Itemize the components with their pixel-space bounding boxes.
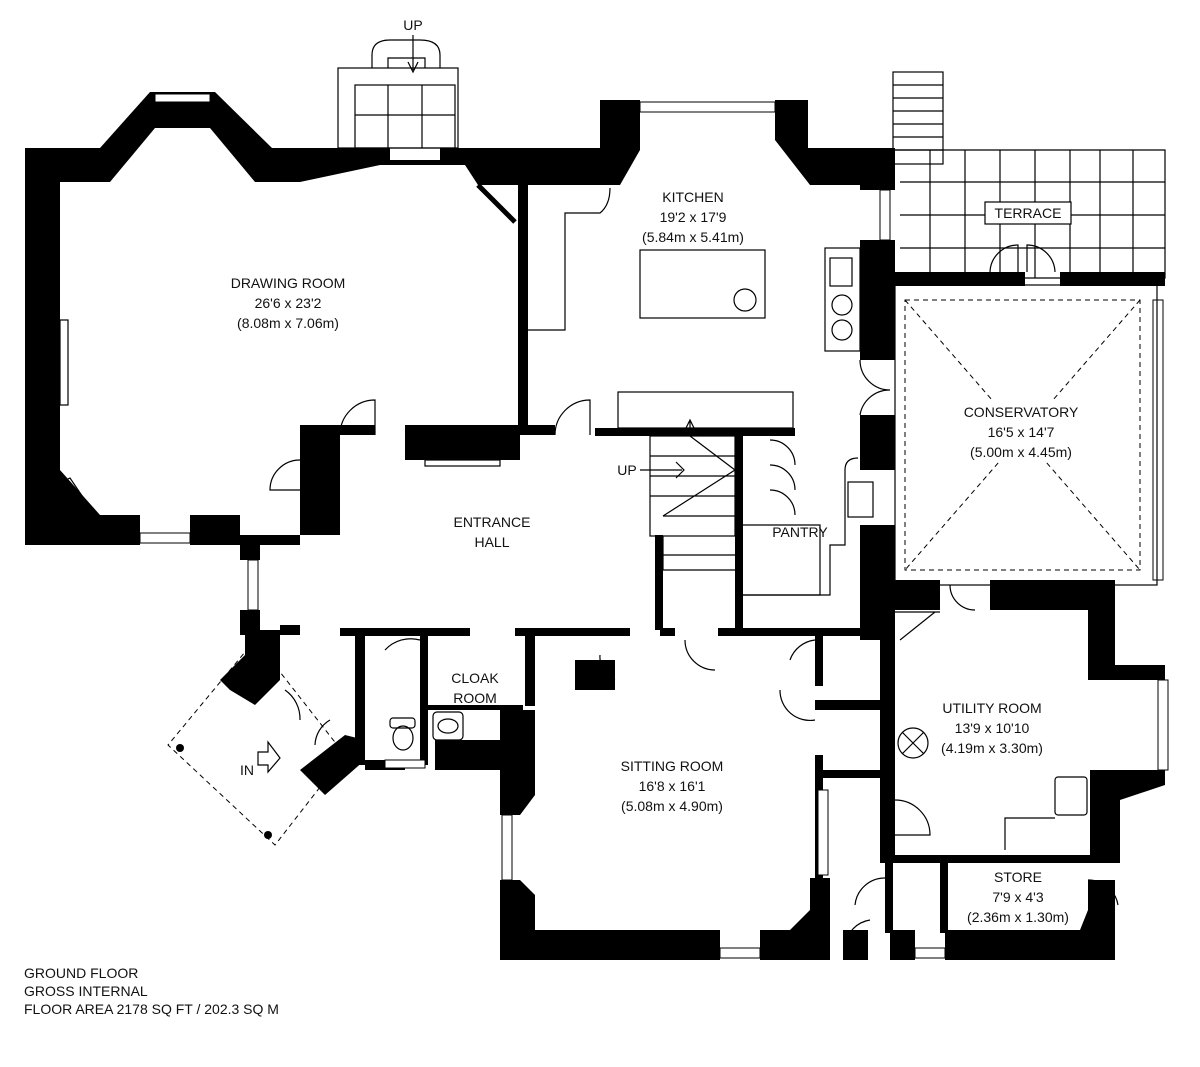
room-name-line1: ENTRANCE <box>453 514 530 530</box>
room-conservatory: CONSERVATORY 16'5 x 14'7 (5.00m x 4.45m) <box>950 400 1095 462</box>
entrance-in-label: IN <box>240 762 254 778</box>
floor-area-caption: GROUND FLOOR GROSS INTERNAL FLOOR AREA 2… <box>24 964 279 1018</box>
room-size-metric: (5.08m x 4.90m) <box>621 798 723 814</box>
kitchen-fittings <box>528 187 891 429</box>
room-name-line2: ROOM <box>453 690 497 706</box>
room-name: SITTING ROOM <box>621 758 724 774</box>
drawing-room-fittings <box>44 183 591 529</box>
conservatory-roof <box>894 244 1165 586</box>
room-size-imperial: 16'8 x 16'1 <box>639 778 706 794</box>
entry-porch <box>167 639 346 846</box>
room-size-imperial: 19'2 x 17'9 <box>660 209 727 225</box>
room-size-imperial: 13'9 x 10'10 <box>955 720 1030 736</box>
room-cloak-room: CLOAK ROOM <box>451 670 499 706</box>
room-size-metric: (5.00m x 4.45m) <box>970 444 1072 460</box>
room-kitchen: KITCHEN 19'2 x 17'9 (5.84m x 5.41m) <box>642 189 744 245</box>
room-store: STORE 7'9 x 4'3 (2.36m x 1.30m) <box>967 869 1069 925</box>
room-size-imperial: 26'6 x 23'2 <box>255 295 322 311</box>
windows <box>139 93 1169 959</box>
room-size-metric: (5.84m x 5.41m) <box>642 229 744 245</box>
room-name: STORE <box>994 869 1042 885</box>
terrace-label-box <box>984 201 1072 225</box>
area-label: GROSS INTERNAL <box>24 983 148 999</box>
room-name-line1: CLOAK <box>451 670 499 686</box>
floor-name: GROUND FLOOR <box>24 965 139 981</box>
kitchen-island <box>639 249 766 319</box>
room-size-metric: (4.19m x 3.30m) <box>941 740 1043 756</box>
terrace-label: TERRACE <box>995 205 1062 221</box>
room-name: CONSERVATORY <box>964 404 1079 420</box>
room-name-line2: HALL <box>474 534 509 550</box>
room-name: DRAWING ROOM <box>231 275 346 291</box>
terrace-paving <box>892 71 1166 279</box>
room-name: UTILITY ROOM <box>942 700 1041 716</box>
room-entrance-hall: ENTRANCE HALL <box>453 514 530 550</box>
room-size-imperial: 16'5 x 14'7 <box>988 424 1055 440</box>
steps-up-label: UP <box>403 17 422 33</box>
room-utility-room: UTILITY ROOM 13'9 x 10'10 (4.19m x 3.30m… <box>941 700 1043 756</box>
room-size-imperial: 7'9 x 4'3 <box>992 889 1043 905</box>
sanitary-fittings <box>384 584 1119 946</box>
walls <box>25 92 1165 960</box>
area-value: FLOOR AREA 2178 SQ FT / 202.3 SQ M <box>24 1001 279 1017</box>
room-drawing-room: DRAWING ROOM 26'6 x 23'2 (8.08m x 7.06m) <box>231 275 346 331</box>
room-pantry-label: PANTRY <box>772 524 828 540</box>
room-name: KITCHEN <box>662 189 723 205</box>
stairs-up-label: UP <box>617 462 636 478</box>
front-steps <box>337 35 459 149</box>
room-size-metric: (2.36m x 1.30m) <box>967 909 1069 925</box>
room-size-metric: (8.08m x 7.06m) <box>237 315 339 331</box>
room-sitting-room: SITTING ROOM 16'8 x 16'1 (5.08m x 4.90m) <box>621 758 724 814</box>
staircase <box>640 418 874 596</box>
